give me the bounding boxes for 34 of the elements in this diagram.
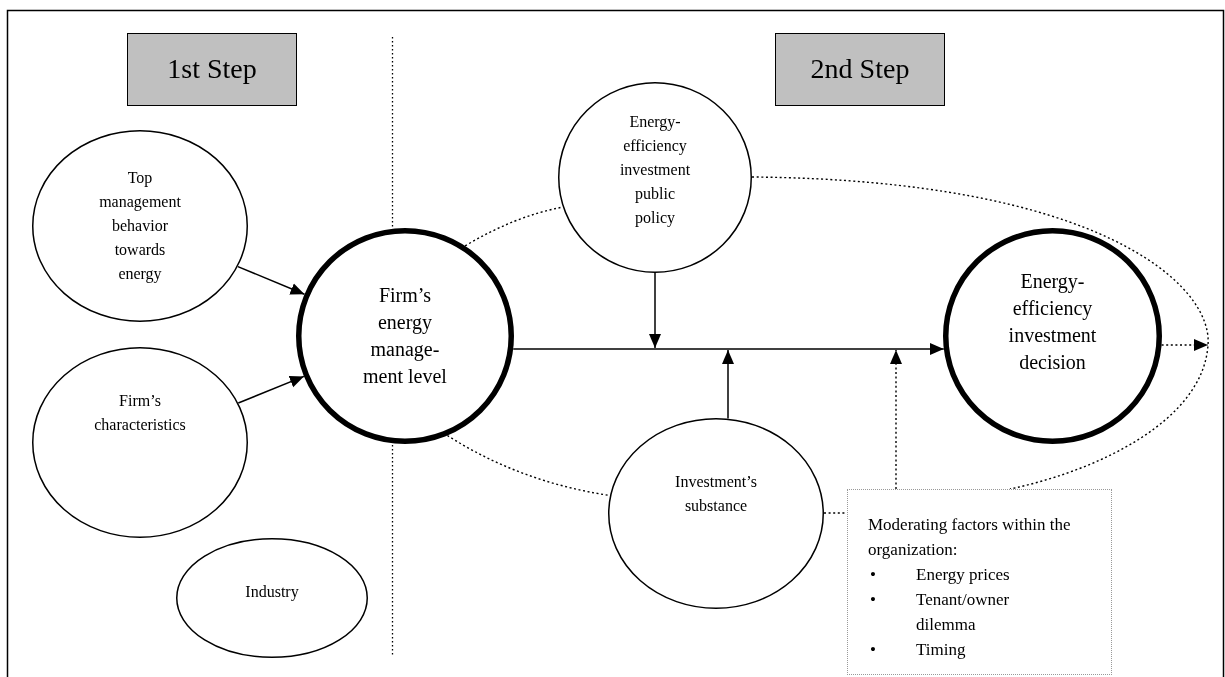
step-label: 2nd Step [810,54,910,85]
key-circle [943,228,1162,444]
node-text: Energy-efficiency investment public policy [618,111,692,229]
step-box [127,33,297,106]
factor-ellipse [176,538,368,658]
arrow [722,349,734,420]
list-item: Timing [916,639,967,661]
step-box [775,33,945,106]
list-item: Tenant/owner dilemma [916,589,1011,636]
arrow [237,265,306,296]
factor-ellipse [608,418,824,609]
bullet: • [869,589,877,611]
node-text: Energy-efficiency investment decision [1007,269,1098,375]
arrow [1160,339,1209,351]
step-label: 1st Step [167,54,257,85]
note-box [847,489,1112,675]
bullet: • [869,639,877,661]
node-text: Investment’s substance [674,471,758,516]
node-text: Industry [244,582,300,603]
note-text: Moderating factors within the organization: [868,514,1072,561]
arrow [890,349,902,490]
arrow [649,272,661,349]
node-text: Firm’s characteristics [93,390,187,435]
factor-ellipse [32,130,248,322]
arrow [512,343,945,355]
dotted-connector [446,434,611,497]
list-item: Energy prices [916,564,1011,586]
key-circle [296,228,514,444]
bullet: • [869,564,877,586]
factor-ellipse [32,347,248,538]
node-text: Top management behavior towards energy [98,168,182,285]
node-text: Firm’s energy manage-ment level [363,283,447,389]
factor-ellipse [558,82,752,273]
arrow [237,375,305,404]
